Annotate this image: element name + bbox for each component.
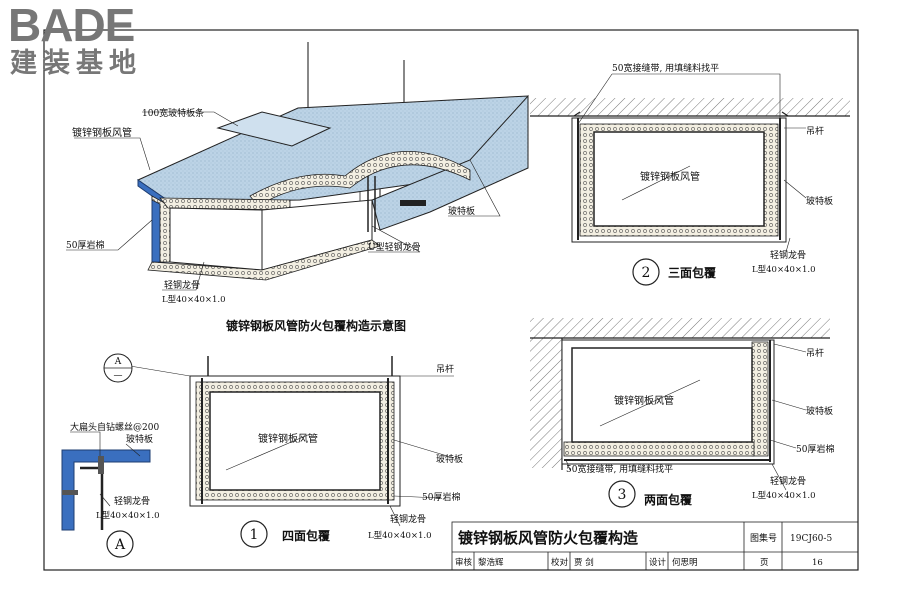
detail-a-view <box>61 449 151 531</box>
label-duct: 镀锌钢板风管 <box>640 170 700 183</box>
ceiling-slab <box>530 98 850 116</box>
detail-1-circle <box>240 520 268 548</box>
label-rod: 吊杆 <box>436 363 454 375</box>
label-keel: 轻钢龙骨 <box>390 513 426 525</box>
detail-3-title: 两面包覆 <box>644 492 693 507</box>
brand-name: BADE <box>8 0 135 51</box>
sheet-title: 镀锌钢板风管防火包覆构造 <box>458 529 638 547</box>
checker-name: 贾 剑 <box>574 557 594 568</box>
label-keel: 轻钢龙骨 <box>770 249 806 261</box>
board-corner <box>61 449 151 531</box>
detail-2-circle <box>632 258 660 286</box>
label-screw: 大扁头自钻螺丝@200 <box>70 421 159 433</box>
label-wool: 50厚岩棉 <box>422 491 460 503</box>
label-rod: 吊杆 <box>806 347 824 359</box>
label-keel: 轻钢龙骨 <box>164 279 200 291</box>
atlas-number: 19CJ60-5 <box>790 534 832 544</box>
label-board: 玻特板 <box>436 453 463 465</box>
label-board: 玻特板 <box>448 205 475 217</box>
label-keel-size: L型40×40×1.0 <box>752 491 816 501</box>
detail-3-leaders <box>565 343 807 491</box>
detail-a-number: A <box>114 537 126 553</box>
iso-leaders <box>66 111 501 291</box>
label-keel-size: L型40×40×1.0 <box>162 295 226 305</box>
label-board: 玻特板 <box>806 405 833 417</box>
detail-a-circle <box>106 530 134 558</box>
detail-3-view <box>530 318 830 470</box>
label-keel-size: L型40×40×1.0 <box>752 265 816 275</box>
duct-front <box>169 207 263 271</box>
brand-subtitle: 建装基地 <box>10 48 142 79</box>
detail-2-leaders <box>577 73 807 253</box>
detail-1-title: 四面包覆 <box>282 528 331 543</box>
label-duct: 镀锌钢板风管 <box>72 126 132 139</box>
review-label: 审核 <box>455 557 473 568</box>
detail-2-number: 2 <box>642 265 651 281</box>
u-keel-base <box>400 200 426 206</box>
label-wool: 50厚岩棉 <box>796 443 834 455</box>
label-keel: 轻钢龙骨 <box>114 495 150 507</box>
atlas-label: 图集号 <box>750 532 777 544</box>
label-keel-size: L型40×40×1.0 <box>96 511 160 521</box>
label-keel-size: L型40×40×1.0 <box>368 531 432 541</box>
label-tape: 50宽接缝带, 用填缝料找平 <box>612 62 719 74</box>
wool-side <box>751 341 769 457</box>
ceiling-slab <box>530 318 830 338</box>
label-duct: 镀锌钢板风管 <box>614 394 674 407</box>
iso-caption: 镀锌钢板风管防火包覆构造示意图 <box>226 318 406 333</box>
label-duct: 镀锌钢板风管 <box>258 432 318 445</box>
screw <box>98 456 104 474</box>
sheet-border <box>43 29 859 571</box>
label-board: 玻特板 <box>126 433 153 445</box>
check-label: 校对 <box>551 557 569 568</box>
label-board: 玻特板 <box>806 195 833 207</box>
title-block <box>451 521 859 571</box>
label-strip: 100宽玻特板条 <box>142 107 204 119</box>
detail-3-number: 3 <box>618 487 627 503</box>
side-wall <box>530 338 562 468</box>
section-mark-bottom: — <box>114 371 123 381</box>
detail-3-circle <box>608 480 636 508</box>
brand-logo: BADE 建装基地 <box>8 2 178 82</box>
screw <box>62 490 78 495</box>
label-keel: 轻钢龙骨 <box>770 475 806 487</box>
section-mark-a <box>103 353 133 383</box>
label-rod: 吊杆 <box>806 125 824 137</box>
design-label: 设计 <box>649 557 667 568</box>
detail-2-title: 三面包覆 <box>668 265 717 280</box>
detail-2-view <box>530 98 850 243</box>
page-label: 页 <box>760 558 769 568</box>
reviewer-name: 黎浩辉 <box>478 557 504 568</box>
joint-strip <box>216 111 332 147</box>
isometric-duct-view <box>136 42 529 281</box>
duct-section <box>571 347 753 443</box>
page-number: 16 <box>812 558 823 568</box>
label-tape: 50宽接缝带, 用填缝料找平 <box>566 463 673 475</box>
duct-section <box>593 131 765 227</box>
label-wool: 50厚岩棉 <box>66 239 104 251</box>
wool-cutaway <box>249 151 471 207</box>
label-ukeel: U型轻钢龙骨 <box>368 241 421 253</box>
bottom-wool <box>147 239 381 281</box>
detail-a-leaders <box>70 431 141 507</box>
section-mark-top: A <box>114 357 122 367</box>
duct-section <box>209 391 381 491</box>
detail-1-number: 1 <box>250 527 259 543</box>
detail-1-view <box>189 356 401 507</box>
designer-name: 何思明 <box>672 557 698 568</box>
detail-1-leaders <box>129 365 455 527</box>
wool-bottom <box>563 441 755 457</box>
